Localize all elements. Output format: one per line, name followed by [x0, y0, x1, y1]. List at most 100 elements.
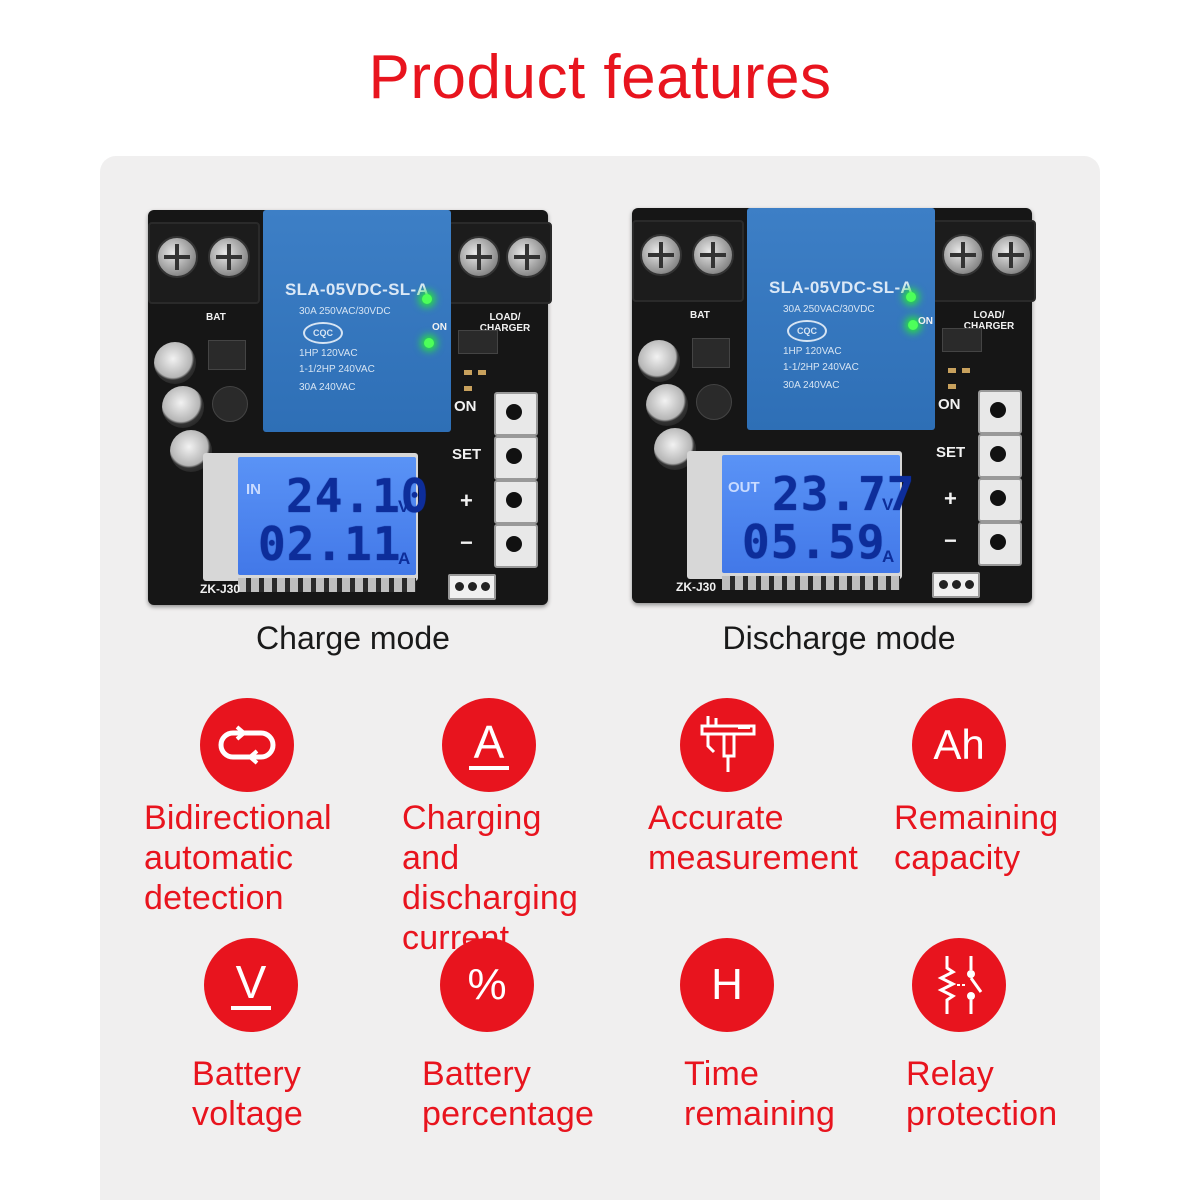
relay-spec: 1HP 120VAC	[299, 348, 358, 359]
screw-icon	[942, 234, 984, 276]
minus-button[interactable]	[494, 524, 538, 568]
lcd-current: 05.59	[742, 515, 886, 569]
lcd-mode-label: IN	[246, 481, 261, 498]
plus-button[interactable]	[494, 480, 538, 524]
relay-spec: 1-1/2HP 240VAC	[299, 364, 375, 375]
amp-hour-icon-text: Ah	[933, 721, 985, 768]
feature-label: Relay protection	[906, 1055, 1058, 1133]
pin-connector	[932, 572, 980, 598]
relay-cert: CQC	[303, 322, 343, 344]
screw-icon	[208, 236, 250, 278]
plus-button[interactable]	[978, 478, 1022, 522]
relay-model: SLA-05VDC-SL-A	[285, 280, 429, 299]
lcd-voltage-unit: V	[398, 497, 410, 516]
capacitor	[646, 384, 688, 426]
lcd-voltage: 23.77	[772, 467, 916, 521]
lcd-mode-label: OUT	[728, 479, 760, 496]
feature-label: Charging and discharging current	[402, 799, 579, 957]
battery-label: BAT	[690, 310, 710, 321]
lcd-current-unit: A	[398, 549, 411, 568]
battery-terminal	[148, 222, 260, 304]
relay-spec: 30A 250VAC/30VDC	[299, 306, 391, 317]
relay-spec: 30A 240VAC	[783, 380, 840, 391]
resistor	[962, 368, 970, 373]
relay: SLA-05VDC-SL-A 30A 250VAC/30VDC CQC 1HP …	[747, 208, 935, 430]
on-button[interactable]	[978, 390, 1022, 434]
inductor	[696, 384, 732, 420]
feature-label: Accurate measurement	[648, 799, 859, 877]
amp-hour-icon: Ah	[912, 698, 1006, 792]
resistor	[464, 386, 472, 391]
set-button[interactable]	[978, 434, 1022, 478]
set-button[interactable]	[494, 436, 538, 480]
battery-label: BAT	[206, 312, 226, 323]
minus-button[interactable]	[978, 522, 1022, 566]
button-label-set: SET	[936, 444, 966, 461]
page-title: Product features	[368, 43, 832, 112]
screw-icon	[990, 234, 1032, 276]
resistor	[948, 384, 956, 389]
caliper-icon	[680, 698, 774, 792]
model-code: ZK-J30	[200, 582, 241, 596]
screw-icon	[640, 234, 682, 276]
lcd-current-unit: A	[882, 547, 895, 566]
relay-model: SLA-05VDC-SL-A	[769, 278, 913, 297]
status-led	[908, 320, 918, 330]
percentage-icon-text: %	[467, 960, 507, 1009]
current-icon-text: A	[473, 716, 505, 768]
screw-icon	[692, 234, 734, 276]
led-label: ON	[918, 316, 933, 327]
feature-label: Battery voltage	[192, 1055, 304, 1133]
button-label-plus: +	[944, 486, 957, 511]
relay-spec: 1-1/2HP 240VAC	[783, 362, 859, 373]
hour-icon-text: H	[711, 960, 743, 1009]
capacitor	[154, 342, 196, 384]
screw-icon	[506, 236, 548, 278]
on-button[interactable]	[494, 392, 538, 436]
relay: SLA-05VDC-SL-A 30A 250VAC/30VDC CQC 1HP …	[263, 210, 451, 432]
lcd-display: OUT 23.77 V 05.59 A	[722, 455, 914, 573]
button-label-on: ON	[938, 396, 961, 413]
lcd-display: IN 24.10 V 02.11 A	[238, 457, 428, 575]
button-label-plus: +	[460, 488, 473, 513]
chip	[208, 340, 246, 370]
relay-contact-icon	[912, 938, 1006, 1032]
resistor	[464, 370, 472, 375]
bidirectional-arrows-icon	[200, 698, 294, 792]
lcd-voltage-unit: V	[882, 495, 894, 514]
feature-label: Time remaining	[684, 1055, 836, 1133]
screw-icon	[156, 236, 198, 278]
button-label-on: ON	[454, 398, 477, 415]
status-led	[422, 294, 432, 304]
lcd-current: 02.11	[258, 517, 402, 571]
screw-icon	[458, 236, 500, 278]
voltage-icon: V	[204, 938, 298, 1032]
status-led	[906, 292, 916, 302]
load-terminal	[932, 220, 1036, 302]
led-label: ON	[432, 322, 447, 333]
capacitor	[638, 340, 680, 382]
resistor	[948, 368, 956, 373]
resistor	[478, 370, 486, 375]
relay-spec: 30A 250VAC/30VDC	[783, 304, 875, 315]
percentage-icon: %	[440, 938, 534, 1032]
charge-mode-caption: Charge mode	[256, 620, 450, 656]
feature-label: Battery percentage	[422, 1055, 595, 1133]
model-code: ZK-J30	[676, 580, 717, 594]
relay-cert: CQC	[787, 320, 827, 342]
lcd-pins	[238, 578, 416, 592]
load-label: LOAD/ CHARGER	[479, 312, 531, 334]
lcd-pins	[722, 576, 900, 590]
button-label-set: SET	[452, 446, 482, 463]
chip	[692, 338, 730, 368]
current-ampere-icon: A	[442, 698, 536, 792]
relay-spec: 1HP 120VAC	[783, 346, 842, 357]
feature-label: Bidirectional automatic detection	[144, 799, 332, 917]
button-label-minus: −	[944, 528, 957, 553]
lcd-voltage: 24.10	[286, 469, 430, 523]
load-terminal	[448, 222, 552, 304]
hour-icon: H	[680, 938, 774, 1032]
feature-label: Remaining capacity	[894, 799, 1059, 877]
status-led	[424, 338, 434, 348]
discharge-mode-caption: Discharge mode	[722, 620, 956, 656]
